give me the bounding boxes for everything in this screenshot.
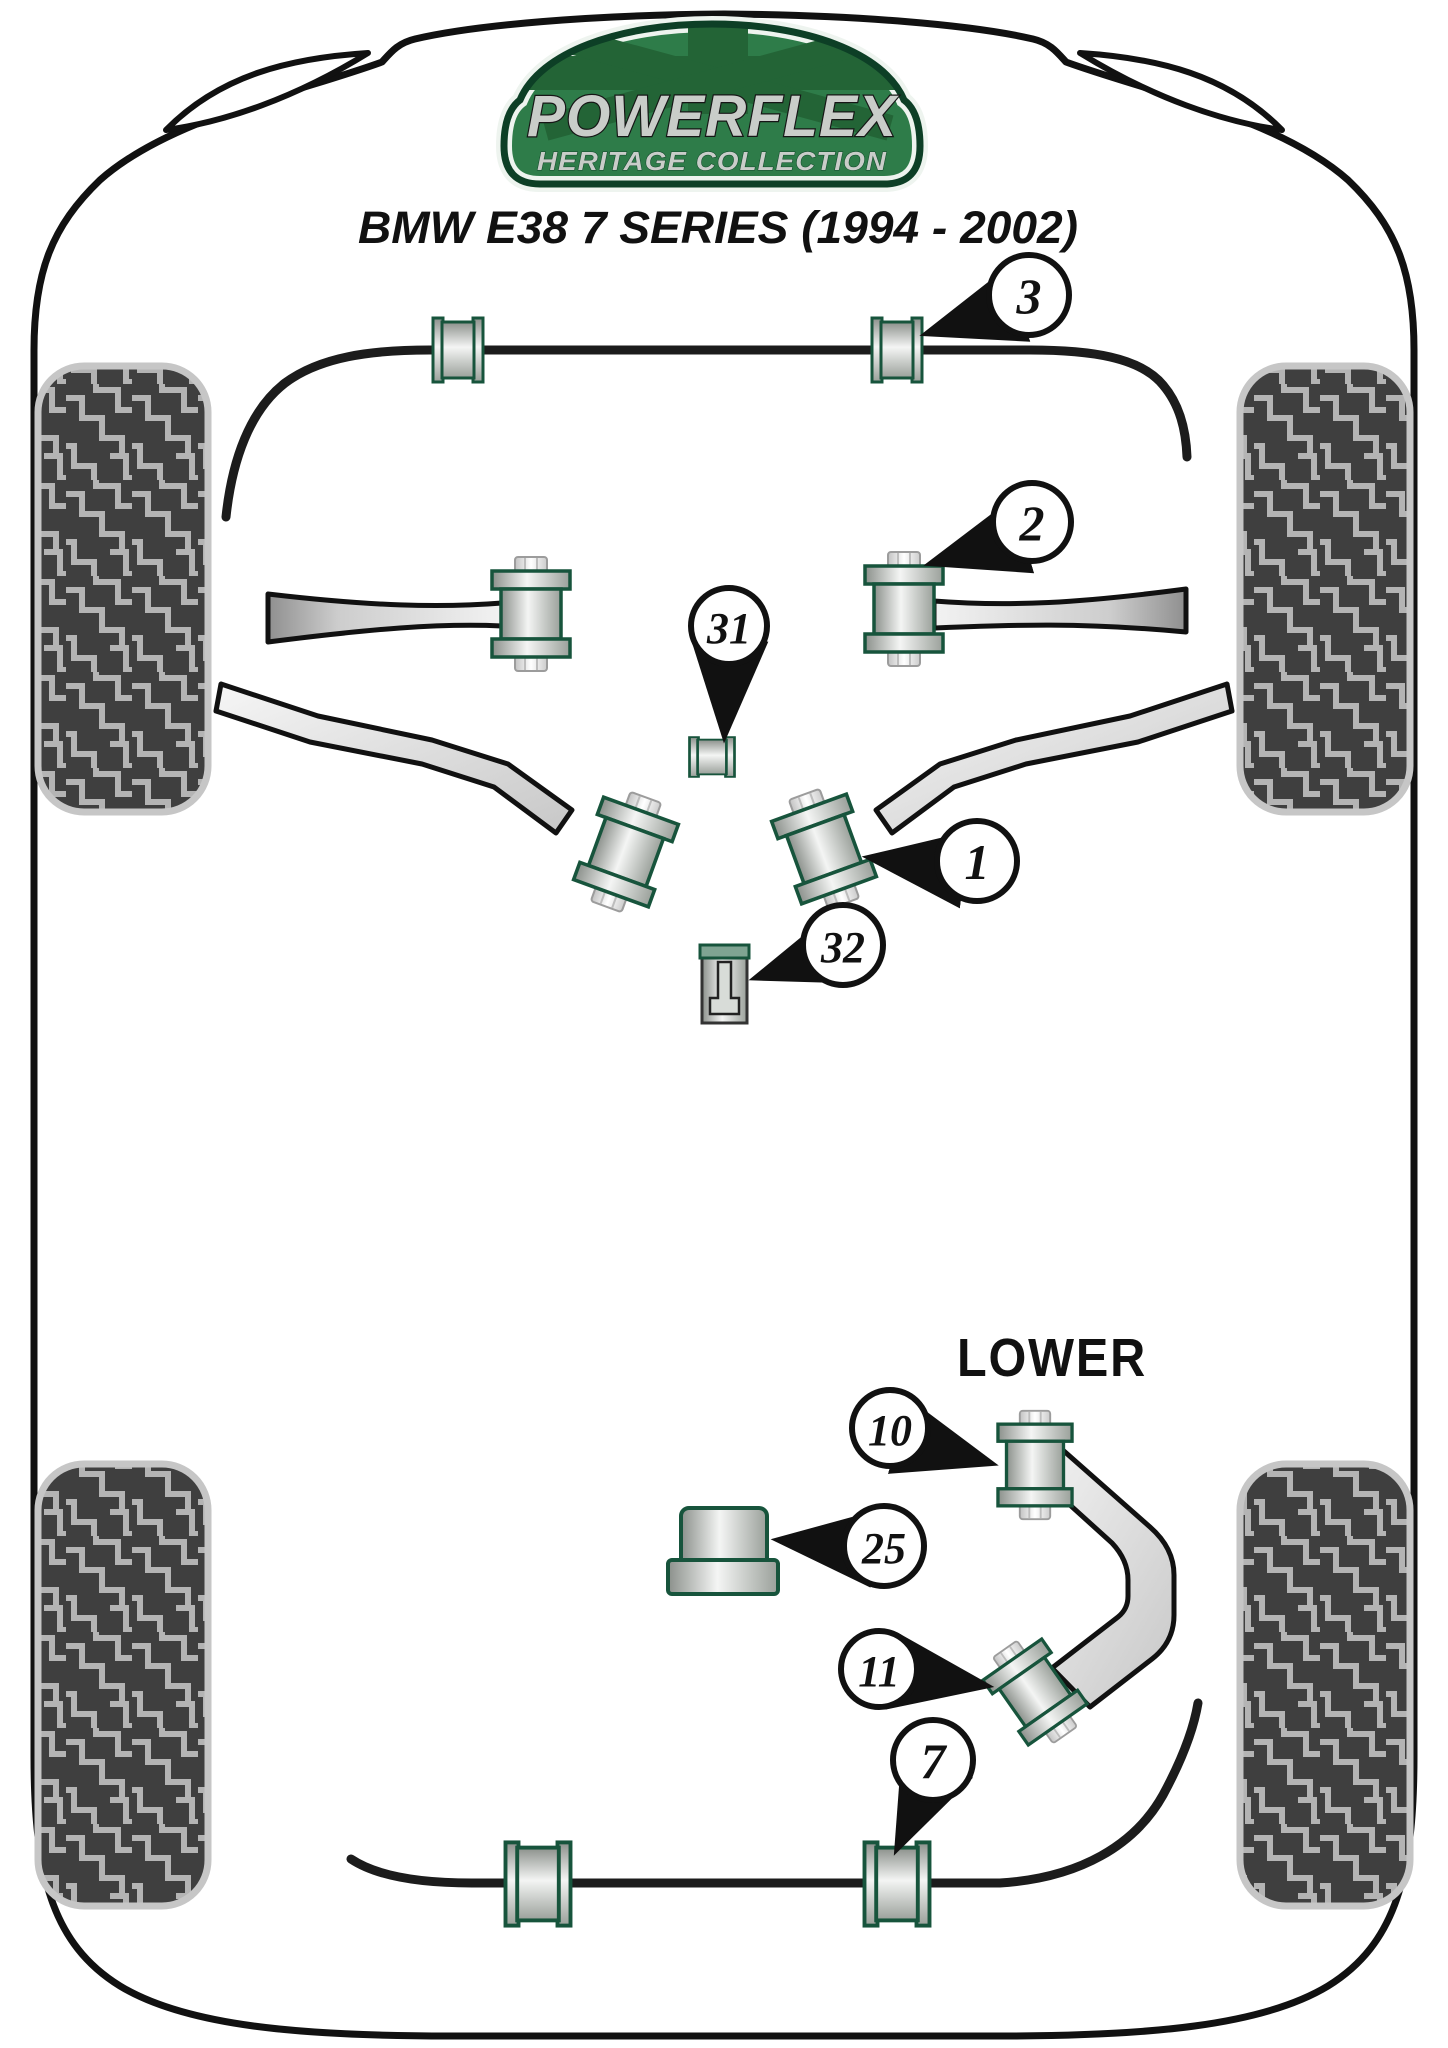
callout-number: 10 — [868, 1406, 912, 1455]
diagram-title: BMW E38 7 SERIES (1994 - 2002) — [358, 202, 1078, 253]
callout-number: 11 — [858, 1647, 900, 1696]
callout-25: 25 — [770, 1503, 927, 1589]
callout-arrow — [861, 830, 970, 909]
logo-brand-text: POWERFLEX — [527, 84, 899, 149]
callout-arrow — [893, 1744, 973, 1856]
callout-circle — [838, 1628, 920, 1710]
callout-7: 7 — [890, 1717, 976, 1856]
callout-32: 32 — [748, 902, 886, 988]
small-bushing-31 — [688, 735, 736, 779]
callout-number: 31 — [706, 604, 751, 653]
headlight-right — [1077, 50, 1285, 133]
callout-circle — [890, 1717, 976, 1803]
callout-arrow — [770, 1509, 878, 1588]
part-32 — [698, 943, 751, 1025]
rear-anti-roll-bar — [346, 1698, 1203, 1888]
callout-2: 2 — [923, 480, 1074, 574]
tires — [34, 362, 1414, 1910]
callout-number: 1 — [965, 834, 990, 890]
callout-arrow — [919, 267, 1031, 342]
control-arm-right — [931, 586, 1189, 635]
callout-3: 3 — [919, 252, 1072, 342]
callout-31: 31 — [688, 585, 770, 744]
union-jack-pattern — [520, 24, 910, 141]
front-arb-bushing-right — [870, 316, 924, 384]
callout-circle — [986, 252, 1072, 338]
headlight-left — [163, 50, 371, 133]
thrust-link-left — [213, 681, 575, 836]
callout-arrow — [748, 909, 860, 984]
callout-arrow — [885, 1632, 995, 1710]
callout-10: 10 — [849, 1387, 999, 1474]
car-body-outline — [30, 10, 1418, 2040]
callout-arrow — [690, 637, 769, 744]
tire-front-right — [1236, 362, 1414, 816]
callout-circle — [800, 902, 886, 988]
callout-circle — [841, 1503, 927, 1589]
lower-section-label: LOWER — [957, 1328, 1147, 1388]
powerflex-logo: POWERFLEX HERITAGE COLLECTION — [495, 15, 929, 192]
control-arm-bushing-right — [863, 550, 945, 668]
callout-number: 2 — [1019, 495, 1045, 551]
callout-number: 25 — [861, 1524, 906, 1573]
tire-rear-right — [1236, 1460, 1414, 1910]
rear-bushing-10 — [996, 1409, 1074, 1521]
callout-circle — [688, 585, 770, 667]
tire-rear-left — [34, 1460, 212, 1910]
top-hat-bushing-25 — [666, 1506, 780, 1596]
callout-11: 11 — [838, 1628, 995, 1710]
callout-circle — [934, 818, 1020, 904]
callout-circle — [849, 1387, 931, 1469]
control-arm-bushing-left — [490, 555, 572, 673]
front-arb-bushing-left — [431, 316, 485, 384]
logo-tagline-text: HERITAGE COLLECTION — [537, 146, 887, 176]
rear-arb-bushing-left — [503, 1840, 573, 1928]
rear-arb-bushing-right — [862, 1840, 932, 1928]
callout-number: 7 — [921, 1733, 948, 1789]
callout-number: 32 — [820, 923, 865, 972]
callout-number: 3 — [1016, 268, 1042, 324]
callout-circle — [990, 480, 1074, 564]
callout-1: 1 — [861, 818, 1020, 909]
front-anti-roll-bar — [221, 345, 1192, 522]
callout-arrow — [923, 498, 1035, 574]
callout-arrow — [887, 1398, 999, 1474]
tire-front-left — [34, 362, 212, 816]
